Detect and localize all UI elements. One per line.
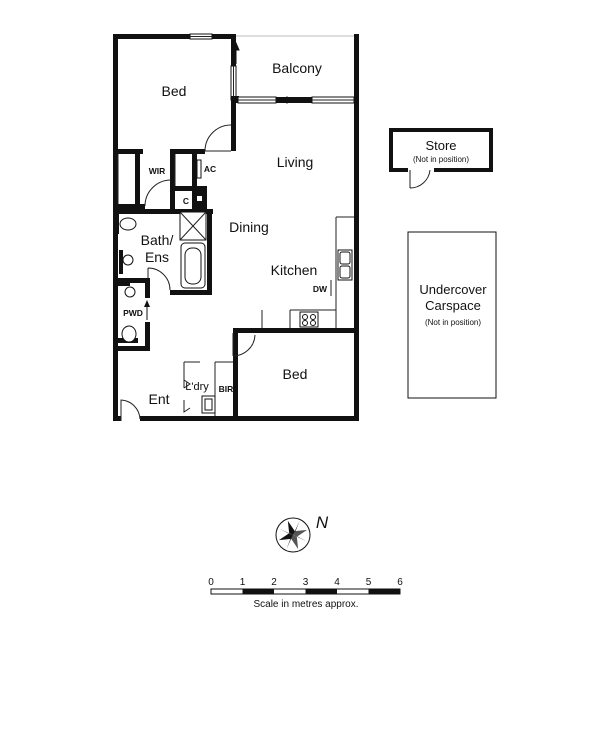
wir-walls (117, 149, 207, 209)
store-note: (Not in position) (413, 155, 469, 164)
room-label-laundry: L'dry (185, 381, 209, 393)
carspace-block: Undercover Carspace (Not in position) (407, 231, 497, 399)
kitchen-benches (261, 216, 354, 328)
bedroom1-walls (113, 103, 236, 154)
room-label-bed-1: Bed (162, 83, 187, 99)
compass-rose-icon (278, 520, 308, 550)
powder-room-walls (113, 278, 150, 351)
store-block: Store (Not in position) (389, 128, 493, 189)
room-label-balcony: Balcony (272, 60, 322, 76)
bedroom1-door-swing (204, 124, 232, 152)
room-label-wir: WIR (149, 166, 166, 176)
top-window (189, 33, 213, 40)
room-label-bath-line1: Bath/ (141, 232, 174, 248)
room-label-living: Living (277, 154, 314, 170)
scale-tick-label: 2 (271, 577, 277, 588)
entry-door-swing (120, 399, 141, 421)
room-label-ac: AC (204, 164, 216, 174)
room-label-bed-2: Bed (283, 366, 308, 382)
room-label-kitchen: Kitchen (271, 262, 318, 278)
laundry-walls (183, 361, 216, 414)
room-label-dishwasher: DW (313, 284, 328, 294)
room-label-bath-line2: Ens (145, 249, 169, 265)
room-label-pwd: PWD (123, 308, 143, 318)
compass-north-label: N (316, 513, 329, 532)
wir-door-swing (144, 179, 172, 207)
room-label-entry: Ent (148, 391, 169, 407)
room-label-bir: BIR (219, 384, 234, 394)
sliding-door-arrows (232, 41, 305, 104)
carspace-title-line1: Undercover (419, 282, 487, 297)
store-title: Store (425, 138, 456, 153)
carspace-note: (Not in position) (425, 318, 481, 327)
room-label-dining: Dining (229, 219, 269, 235)
room-label-cupboard: C (183, 196, 189, 206)
scale-tick-label: 5 (366, 577, 372, 588)
scale-tick-label: 1 (240, 577, 246, 588)
scale-tick-label: 6 (397, 577, 403, 588)
scale-caption: Scale in metres approx. (253, 599, 358, 610)
scale-tick-labels: 0 1 2 3 4 5 6 (208, 577, 403, 588)
scale-bar: 0 1 2 3 4 5 6 Scale in metres approx. (208, 577, 403, 610)
carspace-title-line2: Carspace (425, 298, 481, 313)
scale-tick-label: 0 (208, 577, 214, 588)
scale-tick-label: 3 (303, 577, 309, 588)
scale-tick-label: 4 (334, 577, 340, 588)
compass: N (275, 513, 329, 553)
ensuite-walls (113, 209, 213, 295)
